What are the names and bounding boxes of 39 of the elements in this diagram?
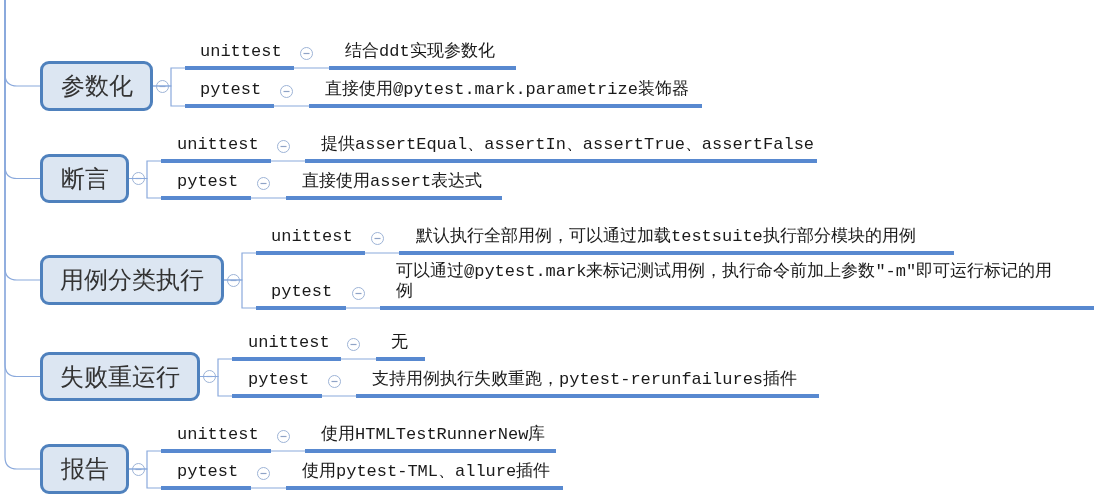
connector-line bbox=[270, 160, 306, 162]
detail-label: 直接使用@pytest.mark.parametrize装饰器 bbox=[309, 76, 702, 108]
topic-box: 断言 bbox=[40, 154, 129, 203]
connector-line bbox=[152, 85, 186, 107]
topic-box: 报告 bbox=[40, 444, 129, 494]
connector-line bbox=[364, 252, 400, 254]
topic-box: 用例分类执行 bbox=[40, 255, 224, 305]
topic-box: 失败重运行 bbox=[40, 352, 200, 401]
detail-label: 使用pytest-TML、allure插件 bbox=[286, 458, 563, 490]
detail-label: 使用HTMLTestRunnerNew库 bbox=[305, 421, 556, 453]
branch-label: unittest bbox=[161, 421, 271, 453]
branch-label: pytest bbox=[256, 278, 346, 310]
connector-line bbox=[345, 307, 381, 309]
connector-line bbox=[270, 450, 306, 452]
connector-line bbox=[250, 197, 287, 199]
connector-line bbox=[293, 67, 330, 69]
detail-label: 默认执行全部用例，可以通过加载testsuite执行部分模块的用例 bbox=[399, 223, 954, 255]
connector-line bbox=[321, 395, 357, 397]
branch-label: pytest bbox=[161, 168, 251, 200]
branch-label: pytest bbox=[185, 76, 274, 108]
topic-box: 参数化 bbox=[40, 61, 153, 111]
branch-label: pytest bbox=[161, 458, 251, 490]
detail-label: 支持用例执行失败重跑，pytest-rerunfailures插件 bbox=[356, 366, 819, 398]
detail-label: 直接使用assert表达式 bbox=[286, 168, 502, 200]
branch-label: pytest bbox=[232, 366, 322, 398]
detail-label: 无 bbox=[376, 329, 425, 361]
branch-label: unittest bbox=[232, 329, 341, 361]
connector-line bbox=[273, 105, 310, 107]
connector-line bbox=[223, 279, 257, 309]
branch-label: unittest bbox=[185, 38, 294, 70]
connector-line bbox=[250, 487, 287, 489]
connector-line bbox=[4, 0, 41, 470]
connector-line bbox=[128, 468, 162, 489]
detail-label: 提供assertEqual、assertIn、assertTrue、assertFalse bbox=[305, 131, 817, 163]
connector-line bbox=[340, 358, 377, 360]
detail-label: 结合ddt实现参数化 bbox=[329, 38, 516, 70]
branch-label: unittest bbox=[161, 131, 271, 163]
branch-label: unittest bbox=[256, 223, 365, 255]
detail-label: 可以通过@pytest.mark来标记测试用例，执行命令前加上参数"-m"即可运行标记的用例 bbox=[380, 258, 1094, 310]
